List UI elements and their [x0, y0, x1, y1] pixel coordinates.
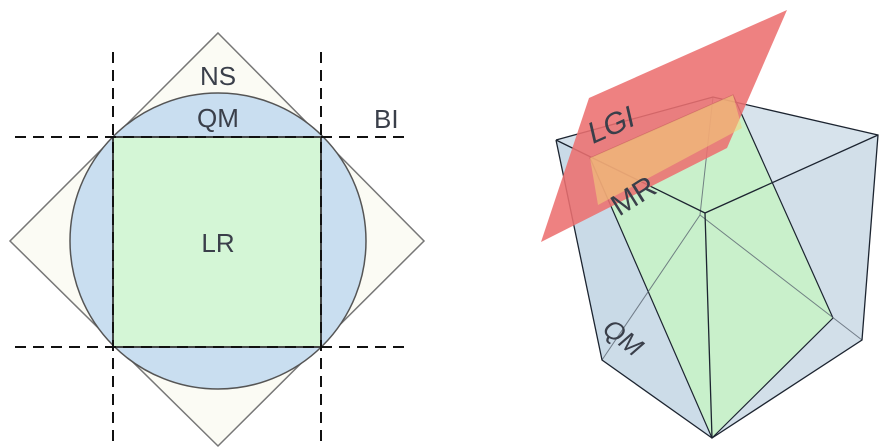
ns-label: NS	[200, 61, 236, 91]
bi-dashed-lines	[15, 52, 410, 446]
plane-slab-overlap	[590, 95, 742, 205]
lr-square	[112, 136, 322, 348]
qm-label-left: QM	[197, 103, 239, 133]
left-diagram: NS QM BI LR	[8, 31, 426, 448]
lr-label: LR	[201, 228, 234, 258]
bi-label: BI	[374, 104, 399, 134]
right-diagram: LGI MR QM	[541, 10, 879, 440]
